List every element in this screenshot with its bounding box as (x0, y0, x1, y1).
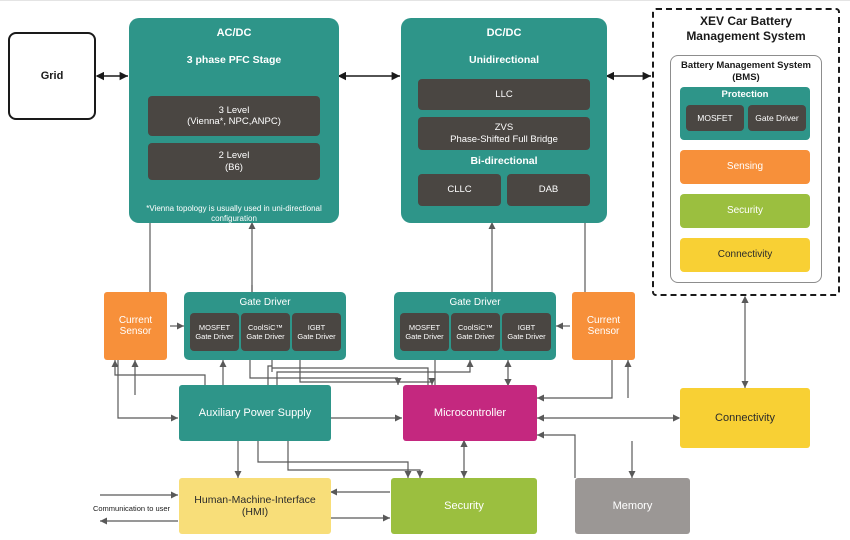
dcdc-unidirectional-label: Unidirectional (468, 53, 539, 66)
gdl-igbt-line1: IGBT (307, 323, 326, 332)
acdc-2level-line1: 2 Level (218, 150, 250, 162)
gdl-mosfet-line2: Gate Driver (195, 332, 234, 341)
dcdc-block-zvs[interactable]: ZVS Phase-Shifted Full Bridge (418, 117, 590, 150)
dcdc-bidirectional-label: Bi-directional (470, 155, 538, 167)
gdl-igbt-line2: Gate Driver (297, 332, 336, 341)
memory-label: Memory (612, 499, 653, 512)
gate-driver-left-igbt[interactable]: IGBT Gate Driver (292, 313, 341, 351)
auxiliary-power-supply-block[interactable]: Auxiliary Power Supply (179, 385, 331, 441)
current-sensor-left-line1: Current (118, 314, 153, 326)
acdc-block-2level[interactable]: 2 Level (B6) (148, 143, 320, 180)
grid-label: Grid (40, 69, 64, 82)
bms-gate-driver-label: Gate Driver (755, 112, 799, 123)
dcdc-block-cllc[interactable]: CLLC (418, 174, 501, 206)
gdl-mosfet-line1: MOSFET (198, 323, 231, 332)
connectivity-block[interactable]: Connectivity (680, 388, 810, 448)
bms-inner-title: Battery Management System (BMS) (681, 60, 811, 84)
hmi-line2: (HMI) (241, 506, 269, 518)
acdc-footnote: *Vienna topology is usually used in uni-… (146, 204, 322, 223)
grid-block[interactable]: Grid (8, 32, 96, 120)
gate-driver-right-title: Gate Driver (449, 297, 501, 308)
memory-block[interactable]: Memory (575, 478, 690, 534)
dcdc-llc-label: LLC (495, 88, 513, 100)
aux-power-supply-label: Auxiliary Power Supply (198, 406, 312, 419)
current-sensor-right[interactable]: Current Sensor (572, 292, 635, 360)
security-block[interactable]: Security (391, 478, 537, 534)
gdr-coolsic-line2: Gate Driver (456, 332, 495, 341)
gate-driver-left-title: Gate Driver (239, 297, 291, 308)
acdc-3level-line1: 3 Level (218, 104, 250, 116)
acdc-subtitle: 3 phase PFC Stage (186, 53, 282, 66)
bms-sensing-label: Sensing (726, 161, 764, 173)
gdr-igbt-line1: IGBT (517, 323, 536, 332)
gdr-mosfet-line2: Gate Driver (405, 332, 444, 341)
gate-driver-left-mosfet[interactable]: MOSFET Gate Driver (190, 313, 239, 351)
microcontroller-block[interactable]: Microcontroller (403, 385, 537, 441)
gate-driver-right-coolsic[interactable]: CoolSiC™ Gate Driver (451, 313, 500, 351)
bms-bar-security[interactable]: Security (680, 194, 810, 228)
gdr-igbt-line2: Gate Driver (507, 332, 546, 341)
current-sensor-left[interactable]: Current Sensor (104, 292, 167, 360)
current-sensor-right-line1: Current (586, 314, 621, 326)
acdc-title: AC/DC (216, 27, 252, 39)
hmi-line1: Human-Machine-Interface (194, 493, 316, 506)
bms-protection-gate-driver[interactable]: Gate Driver (748, 105, 806, 131)
dcdc-zvs-line1: ZVS (494, 122, 514, 134)
acdc-block-3level[interactable]: 3 Level (Vienna*, NPC,ANPC) (148, 96, 320, 136)
gate-driver-right-igbt[interactable]: IGBT Gate Driver (502, 313, 551, 351)
gate-driver-right-mosfet[interactable]: MOSFET Gate Driver (400, 313, 449, 351)
connectivity-label: Connectivity (715, 411, 775, 424)
acdc-3level-line2: (Vienna*, NPC,ANPC) (187, 116, 281, 127)
current-sensor-left-line2: Sensor (119, 326, 152, 337)
security-label: Security (444, 499, 484, 512)
bms-protection-mosfet[interactable]: MOSFET (686, 105, 744, 131)
bms-protection-label: Protection (721, 89, 769, 100)
dcdc-dab-label: DAB (538, 184, 559, 196)
bms-bar-connectivity[interactable]: Connectivity (680, 238, 810, 272)
dcdc-cllc-label: CLLC (447, 184, 472, 196)
top-divider (0, 0, 850, 1)
dcdc-title: DC/DC (486, 27, 522, 39)
gdl-coolsic-line2: Gate Driver (246, 332, 285, 341)
microcontroller-label: Microcontroller (433, 406, 507, 419)
current-sensor-right-line2: Sensor (587, 326, 620, 337)
dcdc-block-dab[interactable]: DAB (507, 174, 590, 206)
gate-driver-left-coolsic[interactable]: CoolSiC™ Gate Driver (241, 313, 290, 351)
bms-bar-sensing[interactable]: Sensing (680, 150, 810, 184)
bms-panel-title: XEV Car Battery Management System (686, 14, 806, 43)
dcdc-block-llc[interactable]: LLC (418, 79, 590, 110)
gdr-coolsic-line1: CoolSiC™ (457, 323, 493, 332)
acdc-2level-line2: (B6) (225, 161, 243, 173)
bms-security-label: Security (726, 205, 764, 217)
dcdc-zvs-line2: Phase-Shifted Full Bridge (450, 133, 558, 145)
gdl-coolsic-line1: CoolSiC™ (247, 323, 283, 332)
bms-connectivity-label: Connectivity (717, 249, 773, 261)
hmi-block[interactable]: Human-Machine-Interface (HMI) (179, 478, 331, 534)
communication-to-user-caption: Communication to user (92, 504, 171, 513)
bms-mosfet-label: MOSFET (697, 112, 733, 123)
gdr-mosfet-line1: MOSFET (408, 323, 441, 332)
